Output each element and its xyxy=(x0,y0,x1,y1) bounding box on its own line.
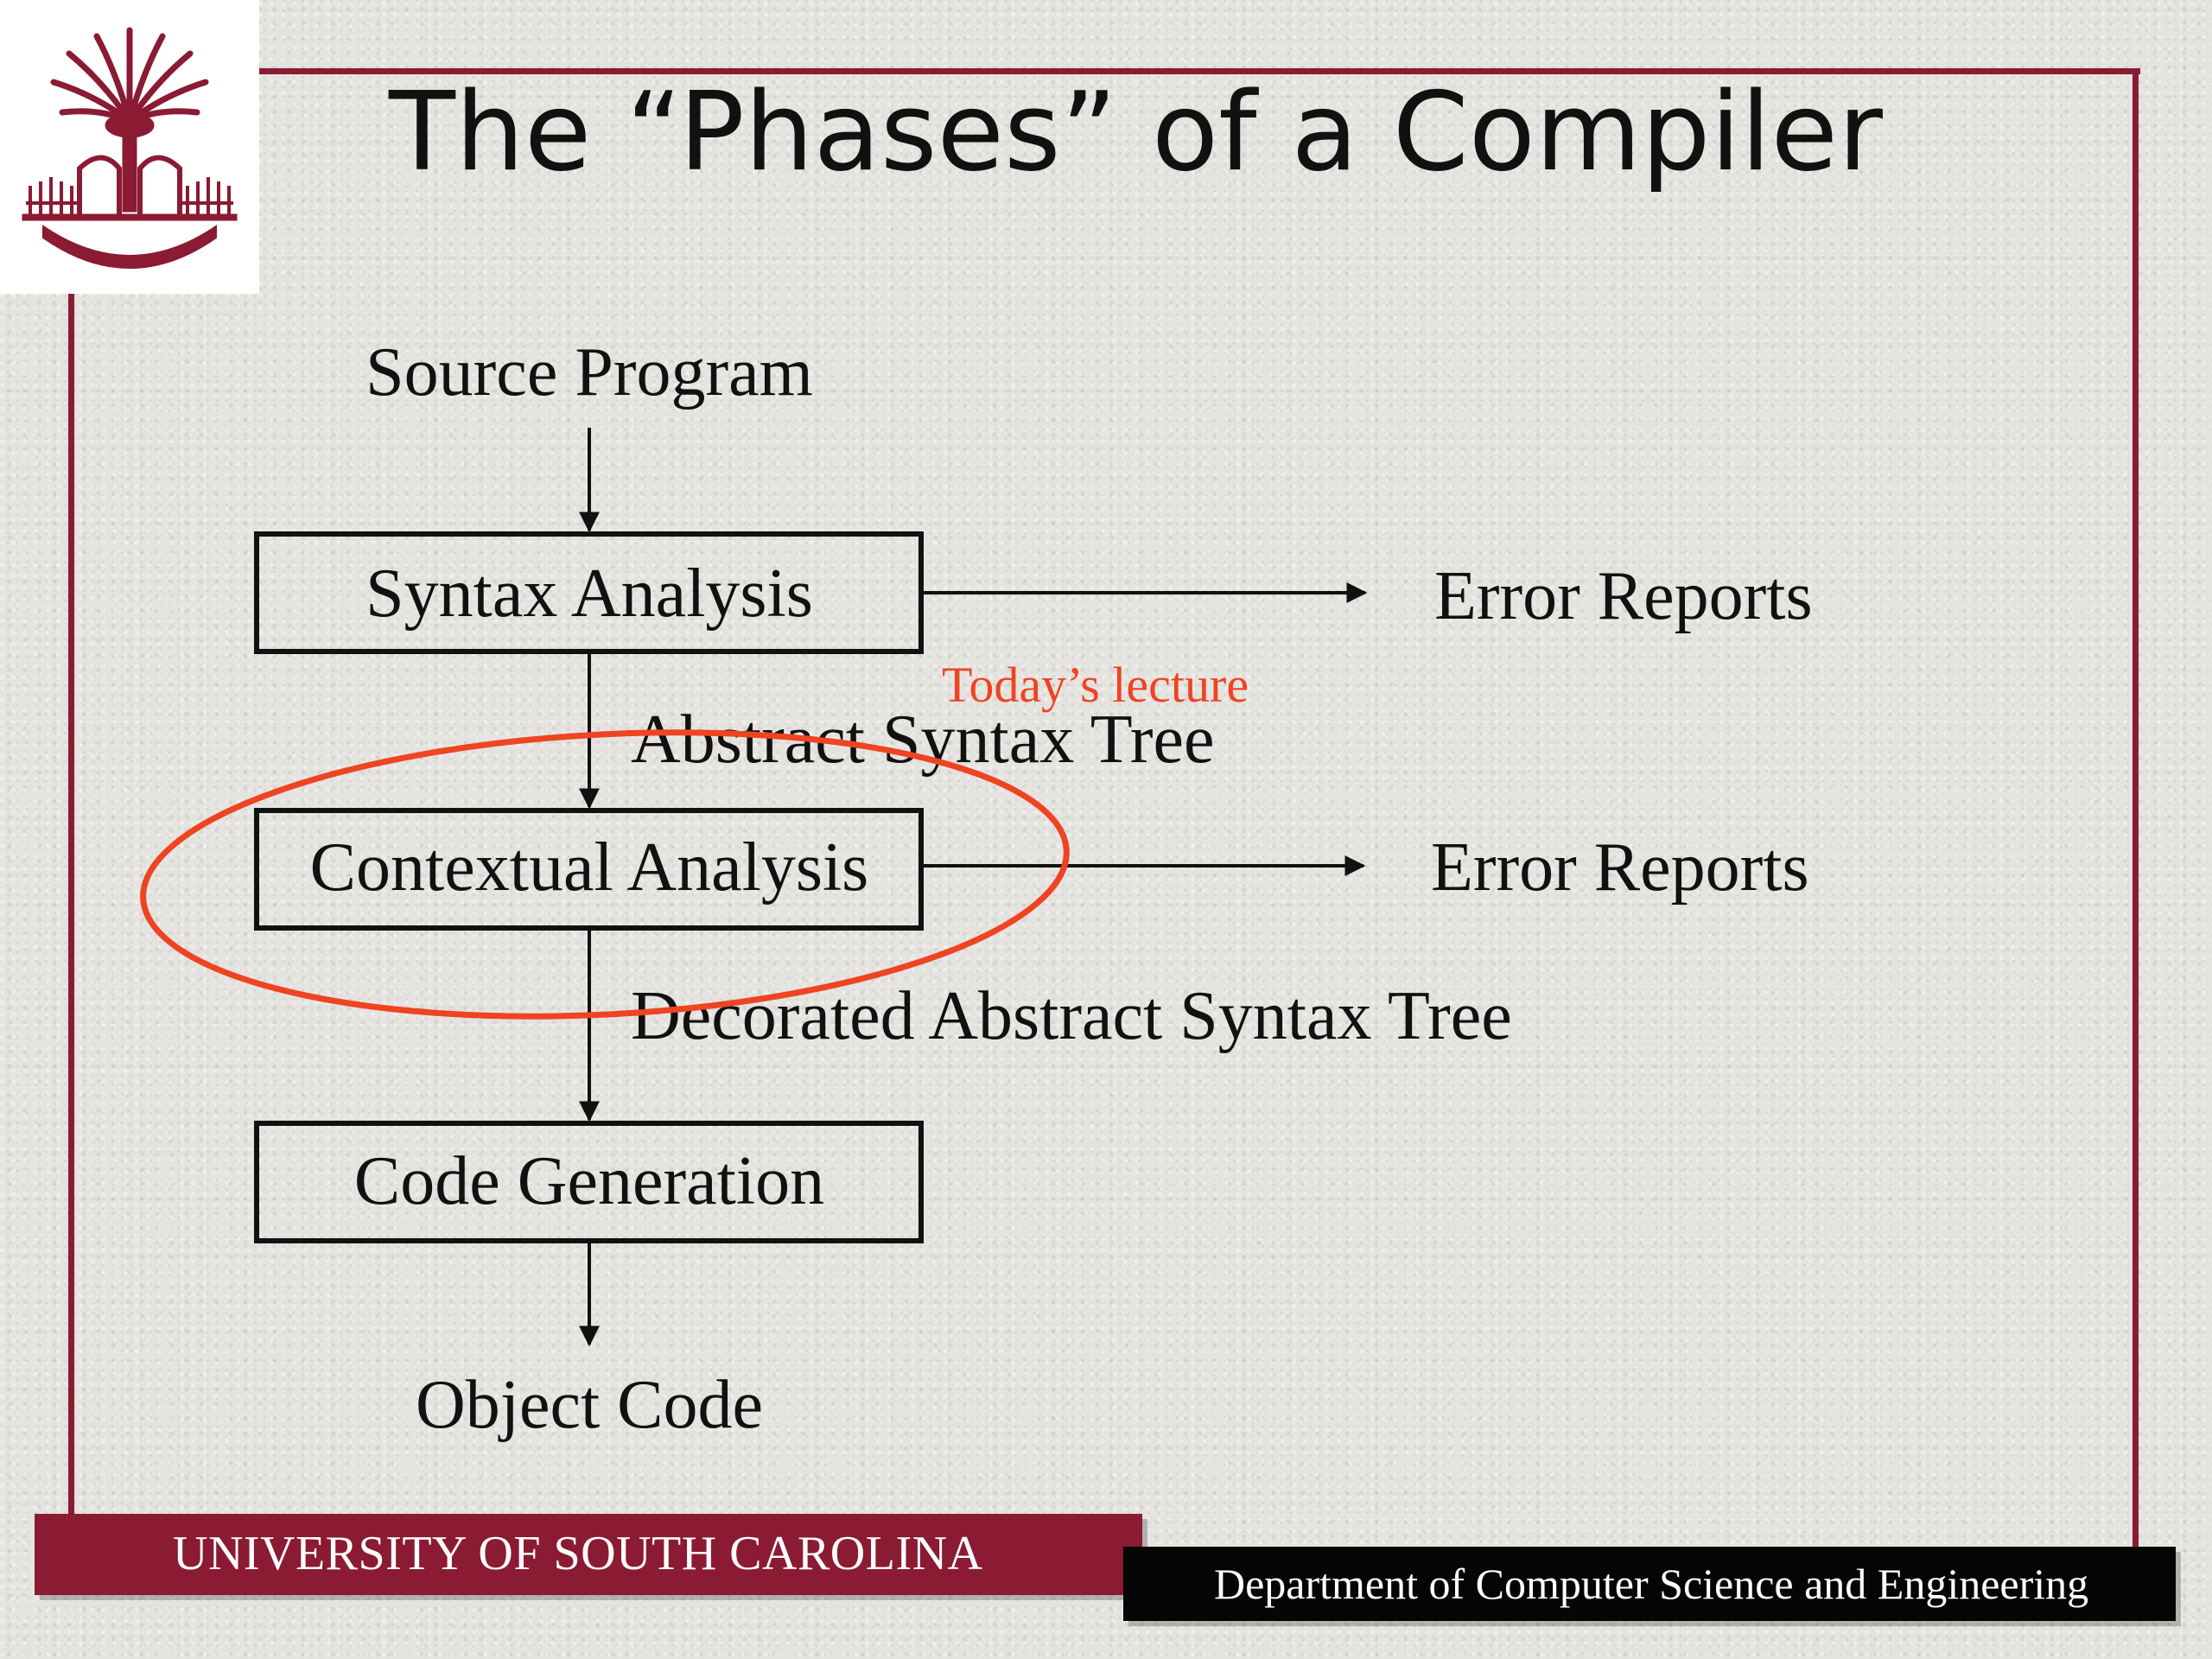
syntax-analysis-box xyxy=(254,531,924,654)
slide-frame-top xyxy=(255,68,2140,74)
todays-lecture-annotation: Today’s lecture xyxy=(942,657,1249,713)
university-name: UNIVERSITY OF SOUTH CAROLINA xyxy=(173,1527,983,1580)
source-program-label: Source Program xyxy=(365,334,813,410)
highlight-ellipse xyxy=(140,729,1070,1020)
code-generation-label: Code Generation xyxy=(354,1143,824,1219)
slide-frame-right xyxy=(2133,68,2139,1550)
error-reports-label-2: Error Reports xyxy=(1431,830,1809,906)
object-code-label: Object Code xyxy=(416,1367,763,1443)
university-logo: 1801 xyxy=(0,0,259,294)
contextual-analysis-box xyxy=(254,808,924,931)
palmetto-tree-seal-icon: 1801 xyxy=(22,27,238,269)
contextual-analysis-label: Contextual Analysis xyxy=(310,830,869,906)
footer-university-bar: UNIVERSITY OF SOUTH CAROLINA xyxy=(35,1514,1142,1595)
department-name: Department of Computer Science and Engin… xyxy=(1214,1560,2089,1608)
footer-department-bar: Department of Computer Science and Engin… xyxy=(1123,1547,2176,1621)
error-reports-label-1: Error Reports xyxy=(1434,558,1813,634)
decorated-ast-label: Decorated Abstract Syntax Tree xyxy=(631,978,1512,1054)
logo-year: 1801 xyxy=(111,235,149,257)
code-generation-box xyxy=(254,1121,924,1243)
slide-frame-left xyxy=(68,259,74,1521)
abstract-syntax-tree-label: Abstract Syntax Tree xyxy=(631,702,1215,778)
syntax-analysis-label: Syntax Analysis xyxy=(365,556,813,632)
slide-title: The “Phases” of a Compiler xyxy=(389,68,1883,195)
